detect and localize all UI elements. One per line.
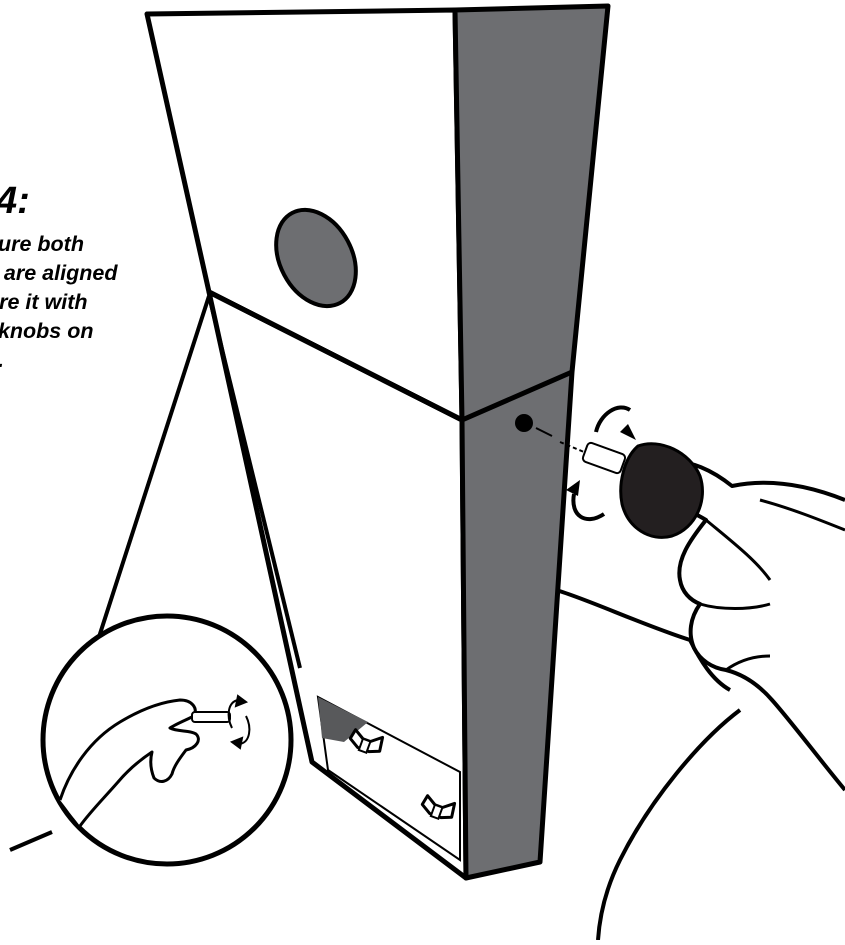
- magnifier-line: [96, 295, 211, 641]
- magnifier-line: [207, 295, 302, 669]
- wing-nut-icon: [420, 794, 457, 821]
- bolt-hole-icon: [515, 414, 533, 432]
- cabinet-seam: [207, 289, 573, 423]
- hand-icon: [58, 698, 200, 827]
- cabinet-side: [452, 3, 611, 881]
- instruction-line: sure both: [0, 232, 84, 256]
- hand-icon: [555, 459, 845, 941]
- port-icon: [274, 207, 358, 309]
- wing-nut-icon: [348, 728, 385, 755]
- step-label: 4:: [0, 180, 30, 222]
- instruction-text: sure both s are aligned ure it with l kn…: [0, 230, 117, 375]
- rotation-arrows-icon: [566, 405, 636, 522]
- instruction-line: ure it with: [0, 290, 88, 314]
- screw-icon: [191, 711, 231, 723]
- instruction-line: s.: [0, 346, 117, 375]
- instruction-line: s are aligned: [0, 261, 118, 285]
- rotation-arrows-icon: [227, 694, 251, 750]
- knob-icon: [581, 441, 704, 539]
- instruction-line: l knobs on: [0, 319, 94, 343]
